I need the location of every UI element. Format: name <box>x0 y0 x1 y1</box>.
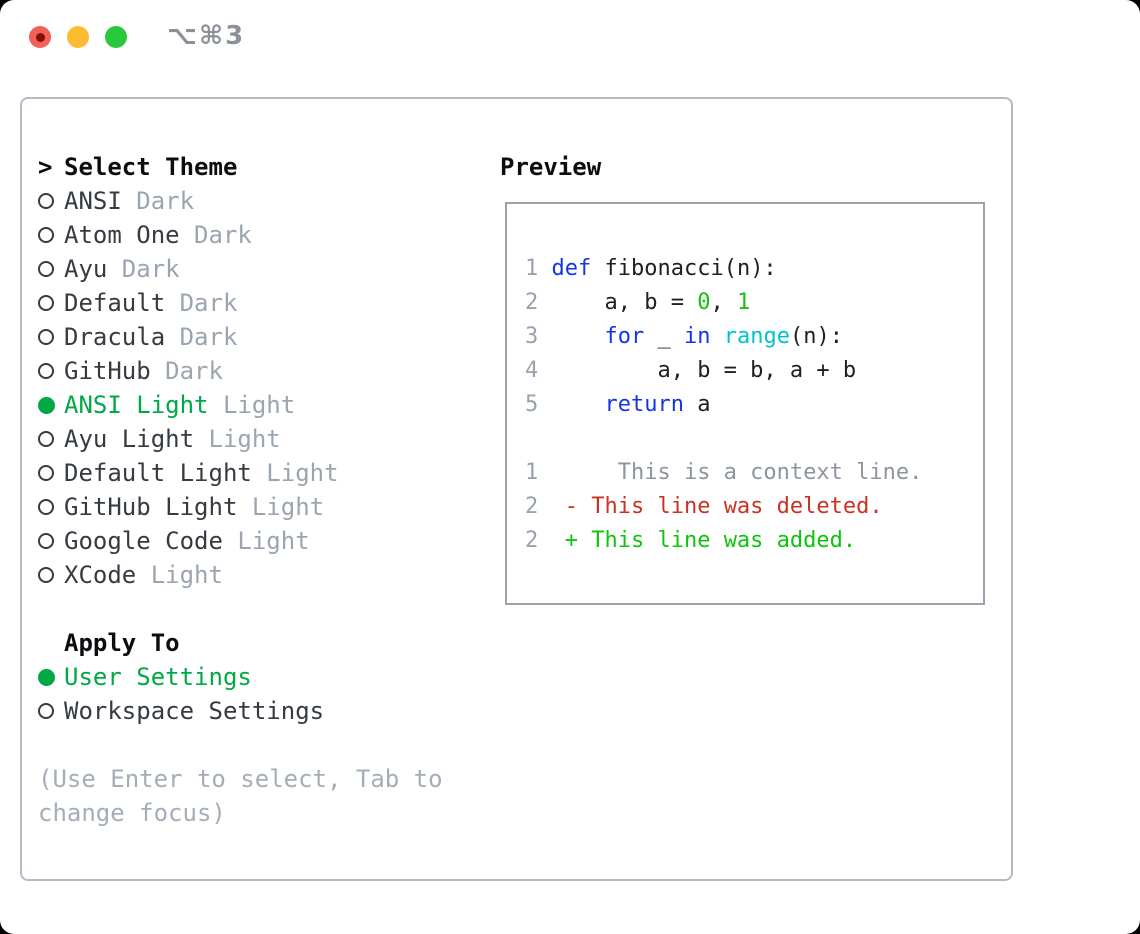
close-button[interactable] <box>29 26 51 48</box>
theme-option-label: XCode Light <box>64 561 223 589</box>
code-line: 3 for _ in range(n): <box>525 324 843 349</box>
help-line: change focus) <box>38 799 226 827</box>
select-theme-header-row: > Select Theme <box>38 150 443 184</box>
code-line: 5 return a <box>525 392 711 417</box>
theme-option[interactable]: Dracula Dark <box>38 320 443 354</box>
radio-unselected-icon <box>38 295 64 311</box>
theme-option[interactable]: Ayu Dark <box>38 252 443 286</box>
diff-line: 2 + This line was added. <box>525 528 857 553</box>
traffic-lights <box>29 26 127 48</box>
theme-option[interactable]: Ayu Light Light <box>38 422 443 456</box>
theme-option-label: Ayu Dark <box>64 255 180 283</box>
theme-variant-label: Dark <box>165 289 238 317</box>
apply-to-option-label: Workspace Settings <box>64 697 325 725</box>
preview-header: Preview <box>500 153 602 181</box>
blank-line <box>525 422 983 456</box>
theme-option-label: GitHub Light Light <box>64 493 325 521</box>
theme-option-label: Ayu Light Light <box>64 425 281 453</box>
theme-option-label: Default Dark <box>64 289 238 317</box>
minimize-button[interactable] <box>67 26 89 48</box>
radio-unselected-icon <box>38 329 64 345</box>
theme-variant-label: Light <box>222 527 310 555</box>
theme-option[interactable]: Google Code Light <box>38 524 443 558</box>
theme-variant-label: Light <box>237 493 325 521</box>
line-number: 4 <box>525 358 539 383</box>
code-preview: 1 def fibonacci(n): 2 a, b = 0, 1 3 for _ … <box>525 252 983 422</box>
theme-variant-label: Dark <box>121 187 195 215</box>
select-theme-header: Select Theme <box>64 153 238 181</box>
theme-option[interactable]: Atom One Dark <box>38 218 443 252</box>
diff-line: 1 This is a context line. <box>525 460 923 485</box>
theme-option[interactable]: XCode Light <box>38 558 443 592</box>
theme-option[interactable]: GitHub Dark <box>38 354 443 388</box>
spacer <box>38 728 443 762</box>
line-number: 2 <box>525 290 539 315</box>
code-line: 2 a, b = 0, 1 <box>525 290 751 315</box>
apply-to-option-label: User Settings <box>64 663 252 691</box>
help-line: (Use Enter to select, Tab to <box>38 765 443 793</box>
diff-line: 2 - This line was deleted. <box>525 494 883 519</box>
theme-option[interactable]: ANSI Light Light <box>38 388 443 422</box>
line-number: 2 <box>525 528 539 553</box>
line-number: 5 <box>525 392 539 417</box>
line-number: 3 <box>525 324 539 349</box>
focus-prompt-icon: > <box>38 153 53 181</box>
preview-box: 1 def fibonacci(n): 2 a, b = 0, 1 3 for _ … <box>505 202 985 605</box>
theme-variant-label: Light <box>194 425 281 453</box>
theme-option-label: ANSI Dark <box>64 187 195 215</box>
theme-variant-label: Light <box>136 561 223 589</box>
radio-unselected-icon <box>38 261 64 277</box>
line-number: 2 <box>525 494 539 519</box>
theme-variant-label: Light <box>208 391 296 419</box>
apply-to-header-row: Apply To <box>38 626 443 660</box>
unsaved-changes-dot-icon <box>35 32 45 42</box>
radio-unselected-icon <box>38 465 64 481</box>
radio-selected-icon <box>38 668 64 686</box>
radio-unselected-icon <box>38 193 64 209</box>
theme-option-label: ANSI Light Light <box>64 391 296 419</box>
radio-unselected-icon <box>38 533 64 549</box>
theme-option-label: Atom One Dark <box>64 221 252 249</box>
theme-variant-label: Dark <box>150 357 223 385</box>
radio-unselected-icon <box>38 227 64 243</box>
theme-variant-label: Dark <box>179 221 252 249</box>
theme-option[interactable]: Default Light Light <box>38 456 443 490</box>
line-number: 1 <box>525 256 539 281</box>
radio-selected-icon <box>38 396 64 414</box>
radio-unselected-icon <box>38 567 64 583</box>
theme-option-label: GitHub Dark <box>64 357 223 385</box>
line-number: 1 <box>525 460 539 485</box>
theme-option[interactable]: Default Dark <box>38 286 443 320</box>
code-line: 1 def fibonacci(n): <box>525 256 777 281</box>
apply-to-option[interactable]: User Settings <box>38 660 443 694</box>
apply-to-header: Apply To <box>64 629 180 657</box>
code-line: 4 a, b = b, a + b <box>525 358 857 383</box>
radio-unselected-icon <box>38 431 64 447</box>
radio-unselected-icon <box>38 499 64 515</box>
theme-option-label: Google Code Light <box>64 527 310 555</box>
theme-option[interactable]: ANSI Dark <box>38 184 443 218</box>
spacer <box>38 592 443 626</box>
theme-variant-label: Dark <box>107 255 180 283</box>
help-text: (Use Enter to select, Tab to change focu… <box>38 762 443 830</box>
theme-option-label: Default Light Light <box>64 459 339 487</box>
diff-preview: 1 This is a context line. 2 - This line w… <box>525 456 983 558</box>
apply-to-option[interactable]: Workspace Settings <box>38 694 443 728</box>
theme-option-label: Dracula Dark <box>64 323 238 351</box>
zoom-button[interactable] <box>105 26 127 48</box>
radio-unselected-icon <box>38 363 64 379</box>
window-title: ⌥⌘3 <box>167 21 246 51</box>
theme-variant-label: Light <box>251 459 339 487</box>
theme-option[interactable]: GitHub Light Light <box>38 490 443 524</box>
theme-variant-label: Dark <box>165 323 238 351</box>
radio-unselected-icon <box>38 703 64 719</box>
